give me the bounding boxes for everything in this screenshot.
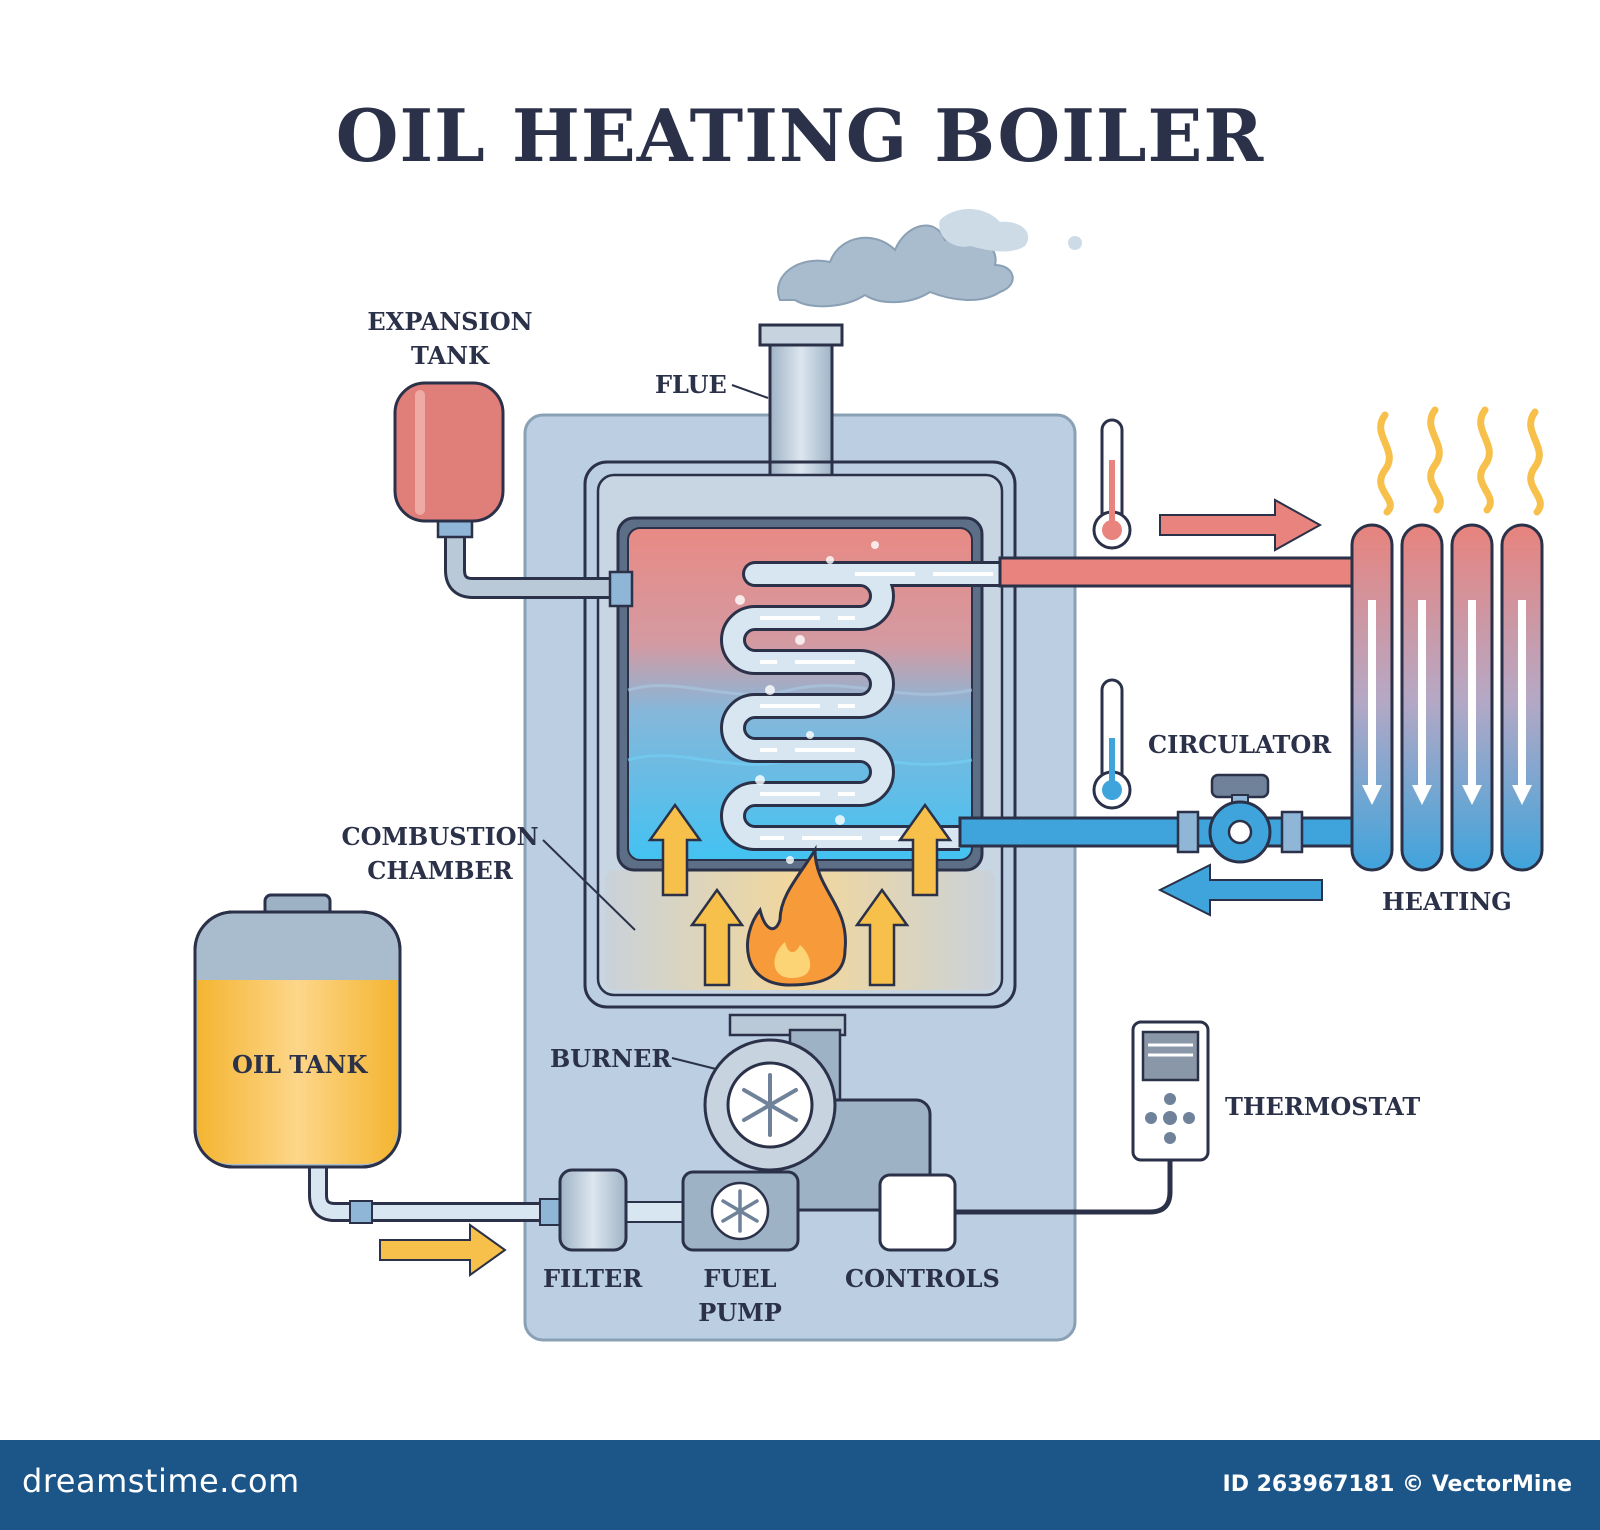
footer-brand[interactable]: dreamstime.com (22, 1462, 300, 1500)
label-burner: BURNER (550, 1044, 672, 1073)
fan-icon (742, 1073, 798, 1137)
thermostat-device (1131, 1020, 1210, 1162)
thermostat-cable (955, 1155, 1173, 1215)
page-title: OIL HEATING BOILER (335, 93, 1265, 178)
combustion-leader (542, 839, 636, 931)
label-oil-tank: OIL TANK (232, 1050, 368, 1079)
heat-waves (1377, 406, 1544, 516)
label-combustion-line1: COMBUSTION (341, 822, 539, 851)
footer-bar: dreamstime.com ID 263967181 © VectorMine (0, 1440, 1600, 1530)
cold-thermometer (1092, 678, 1132, 810)
label-thermostat: THERMOSTAT (1225, 1092, 1421, 1121)
hot-thermometer (1092, 418, 1132, 550)
controls-box (878, 1173, 957, 1252)
label-expansion-tank-line1: EXPANSION (367, 307, 533, 336)
fuel-pump (681, 1170, 800, 1252)
flame-icon (746, 844, 847, 987)
heat-rise-arrows (647, 802, 953, 987)
smoke-cloud (777, 208, 1082, 308)
label-heating: HEATING (1382, 887, 1512, 916)
label-flue: FLUE (655, 370, 727, 399)
footer-meta: ID 263967181 © VectorMine (1222, 1472, 1572, 1497)
hot-flow-arrow (1159, 498, 1323, 552)
label-expansion-tank-line2: TANK (411, 341, 489, 370)
flue-leader (731, 384, 769, 399)
hot-water-pipe (998, 556, 1364, 588)
label-expansion-tank: EXPANSION TANK (355, 305, 545, 373)
label-circulator: CIRCULATOR (1148, 730, 1332, 759)
cold-flow-arrow (1157, 863, 1323, 917)
circulator-pump (1208, 773, 1272, 864)
boiler-frame (583, 460, 1017, 1009)
burner-leader (671, 1057, 721, 1071)
label-fuel-pump-line1: FUEL (703, 1264, 777, 1293)
label-combustion-chamber: COMBUSTION CHAMBER (340, 820, 540, 888)
flue-pipe (758, 323, 844, 492)
expansion-tank (393, 381, 634, 608)
label-combustion-line2: CHAMBER (367, 856, 513, 885)
label-controls: CONTROLS (845, 1264, 1000, 1293)
label-fuel-pump-line2: PUMP (698, 1298, 782, 1327)
filter (558, 1168, 628, 1252)
boiler-diagram (193, 208, 1544, 1342)
radiator (1350, 523, 1544, 872)
oil-flow-arrow (379, 1223, 507, 1277)
oil-tank (193, 893, 402, 1169)
label-fuel-pump: FUEL PUMP (680, 1262, 800, 1330)
label-filter: FILTER (543, 1264, 643, 1293)
